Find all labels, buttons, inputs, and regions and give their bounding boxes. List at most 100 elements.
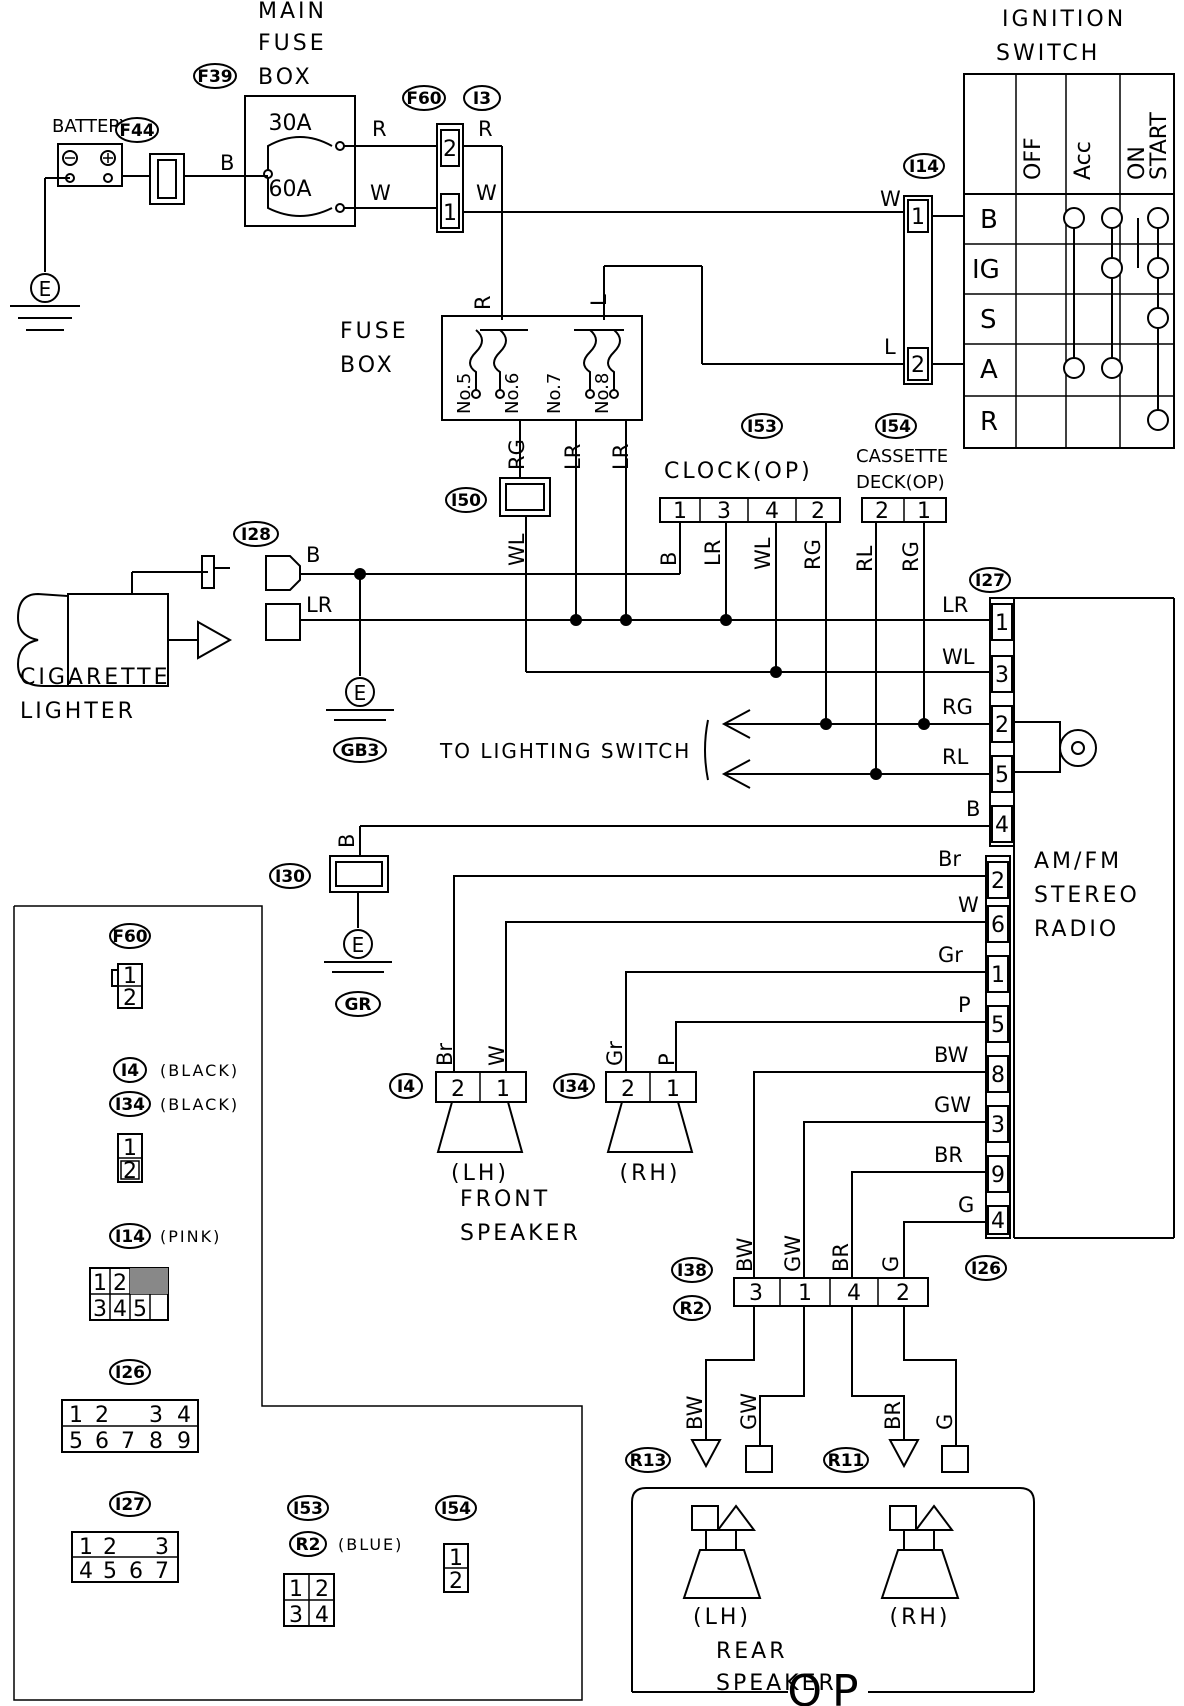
clock-pin-1: 1 <box>673 499 687 524</box>
i27-pin-4: 4 <box>995 813 1009 838</box>
wire-color-bw-rear: BW <box>683 1395 707 1430</box>
i14-pin-2: 2 <box>911 353 925 378</box>
wire-color-rg-cassette: RG <box>899 541 923 572</box>
fuse-no8-label: No.8 <box>592 373 613 414</box>
ignition-switch-label-1: IGNITION <box>1002 7 1126 32</box>
fuse-30a-label: 30A <box>268 111 311 136</box>
legend-i53-pin-3: 3 <box>289 1603 303 1628</box>
cassette-label-2: DECK(OP) <box>856 472 945 493</box>
i26-pin-8: 8 <box>991 1063 1005 1088</box>
legend-i26-pin-2: 2 <box>95 1403 109 1428</box>
legend-i4-pin-2: 2 <box>123 1159 137 1184</box>
legend-f60-pin-1: 1 <box>123 964 137 989</box>
fuse-no5-label: No.5 <box>454 373 475 414</box>
front-lh-pin-2: 2 <box>451 1077 465 1102</box>
legend-i26-pin-9: 9 <box>177 1429 191 1454</box>
fuse-box-label-2: BOX <box>340 353 395 378</box>
cigarette-lighter: I28 B LR E GB3 CIGARETTE LIGHTER <box>16 521 990 763</box>
connector-f39-id: F39 <box>197 67 232 87</box>
legend-i26-pin-4: 4 <box>177 1403 191 1428</box>
i38-pin-2: 2 <box>896 1281 910 1306</box>
connector-i4 <box>435 1071 527 1103</box>
fuse-30a-terminal <box>335 141 345 151</box>
battery-label: BATTERY <box>52 116 132 137</box>
main-fuse-box: MAIN FUSE BOX F39 30A 60A <box>193 0 356 227</box>
legend-i53-pin-4: 4 <box>315 1603 329 1628</box>
connector-i34-id: I34 <box>559 1077 589 1097</box>
wire-br-rear <box>851 1171 986 1278</box>
legend-r2-id: R2 <box>296 1535 321 1555</box>
i26-pin-9: 9 <box>991 1163 1005 1188</box>
ignition-table <box>963 193 1175 449</box>
wire-p-front-rh <box>675 1021 986 1072</box>
legend-i4-note: (BLACK) <box>160 1061 239 1080</box>
to-lighting-switch: TO LIGHTING SWITCH <box>439 709 990 789</box>
wire-color-b-clock: B <box>657 552 681 566</box>
legend-i53-id: I53 <box>293 1499 323 1519</box>
clock-pin-2: 2 <box>811 499 825 524</box>
connector-i27-id: I27 <box>975 571 1005 591</box>
front-speaker-label-2: SPEAKER <box>460 1221 581 1246</box>
wire-color-w-1: W <box>370 181 391 205</box>
legend-i14-pin-3: 3 <box>93 1297 107 1322</box>
wire-color-br-rear: BR <box>881 1401 905 1430</box>
rear-speaker-rh-label: (RH) <box>890 1605 951 1630</box>
main-fuse-box-label-2: FUSE <box>258 31 327 56</box>
cassette-deck: I54 CASSETTE DECK(OP) 2 1 RL RG <box>853 413 948 774</box>
i27-pin-1: 1 <box>995 611 1009 636</box>
legend-i4-pin-1: 1 <box>123 1136 137 1161</box>
ignition-pos-start: START <box>1147 112 1172 180</box>
legend-i26-pin-5: 5 <box>69 1429 83 1454</box>
rear-speaker-rh-icon <box>880 1549 960 1599</box>
cassette-label-1: CASSETTE <box>856 446 948 467</box>
legend-i34-note: (BLACK) <box>160 1095 239 1114</box>
i26-pin-2: 2 <box>991 869 1005 894</box>
i26-pin-1: 1 <box>991 963 1005 988</box>
clock-pin-3: 3 <box>717 499 731 524</box>
front-speaker-rh-label: (RH) <box>620 1161 681 1186</box>
ignition-term-r: R <box>980 407 998 437</box>
connector-i53 <box>659 497 841 523</box>
connector-i50-id: I50 <box>451 491 481 511</box>
wire-color-wl-clock: WL <box>751 537 775 570</box>
rear-speaker-lh-icon <box>682 1549 762 1599</box>
legend-i27-pin-1: 1 <box>79 1535 93 1560</box>
legend-i4-id: I4 <box>121 1061 139 1081</box>
cigarette-lighter-label-1: CIGARETTE <box>20 665 171 690</box>
legend-i27-pin-3: 3 <box>155 1535 169 1560</box>
connector-f44-tag <box>115 117 159 143</box>
legend-i26-pin-8: 8 <box>149 1429 163 1454</box>
cassette-pin-1: 1 <box>917 499 931 524</box>
rear-speaker-op-label: OP <box>787 1666 868 1706</box>
wire-color-g-i38: G <box>879 1256 903 1272</box>
i26-pin-6: 6 <box>991 913 1005 938</box>
legend-f60-pin-2: 2 <box>123 986 137 1011</box>
connector-i26-id: I26 <box>971 1259 1001 1279</box>
connector-i27: I27 1 3 2 5 4 LR WL RG RL B <box>360 567 1015 847</box>
connector-r2-id: R2 <box>680 1299 705 1319</box>
wire-color-r-1: R <box>372 117 387 141</box>
wire-color-w-3: W <box>880 187 901 211</box>
legend-i14-id: I14 <box>115 1227 145 1247</box>
to-lighting-switch-label: TO LIGHTING SWITCH <box>439 739 691 763</box>
connector-i53-id: I53 <box>747 417 777 437</box>
wire-color-lr-2: LR <box>609 444 633 470</box>
wire-color-rl-cassette: RL <box>853 545 877 572</box>
front-rh-pin-1: 1 <box>666 1077 680 1102</box>
connector-i28-lr <box>265 603 301 641</box>
connector-i38-id: I38 <box>677 1261 707 1281</box>
battery-body <box>57 143 123 187</box>
wire-color-r-2: R <box>478 117 493 141</box>
fuse-60a-label: 60A <box>268 177 311 202</box>
connector-f60-id: F60 <box>406 89 441 109</box>
front-speaker-lh-label: (LH) <box>451 1161 509 1186</box>
legend-i27-pin-6: 6 <box>129 1559 143 1584</box>
ignition-switch-label-2: SWITCH <box>996 41 1100 66</box>
front-lh-pin-1: 1 <box>496 1077 510 1102</box>
wire-color-w-2: W <box>476 181 497 205</box>
cassette-pin-2: 2 <box>875 499 889 524</box>
connector-i26: 2 6 1 5 8 3 9 4 I26 Br W Gr P BW GW BR G <box>453 847 1011 1281</box>
connector-f44 <box>149 153 185 205</box>
wire-color-bw-i38: BW <box>733 1237 757 1272</box>
wire-color-br-radio: BR <box>934 1143 963 1167</box>
